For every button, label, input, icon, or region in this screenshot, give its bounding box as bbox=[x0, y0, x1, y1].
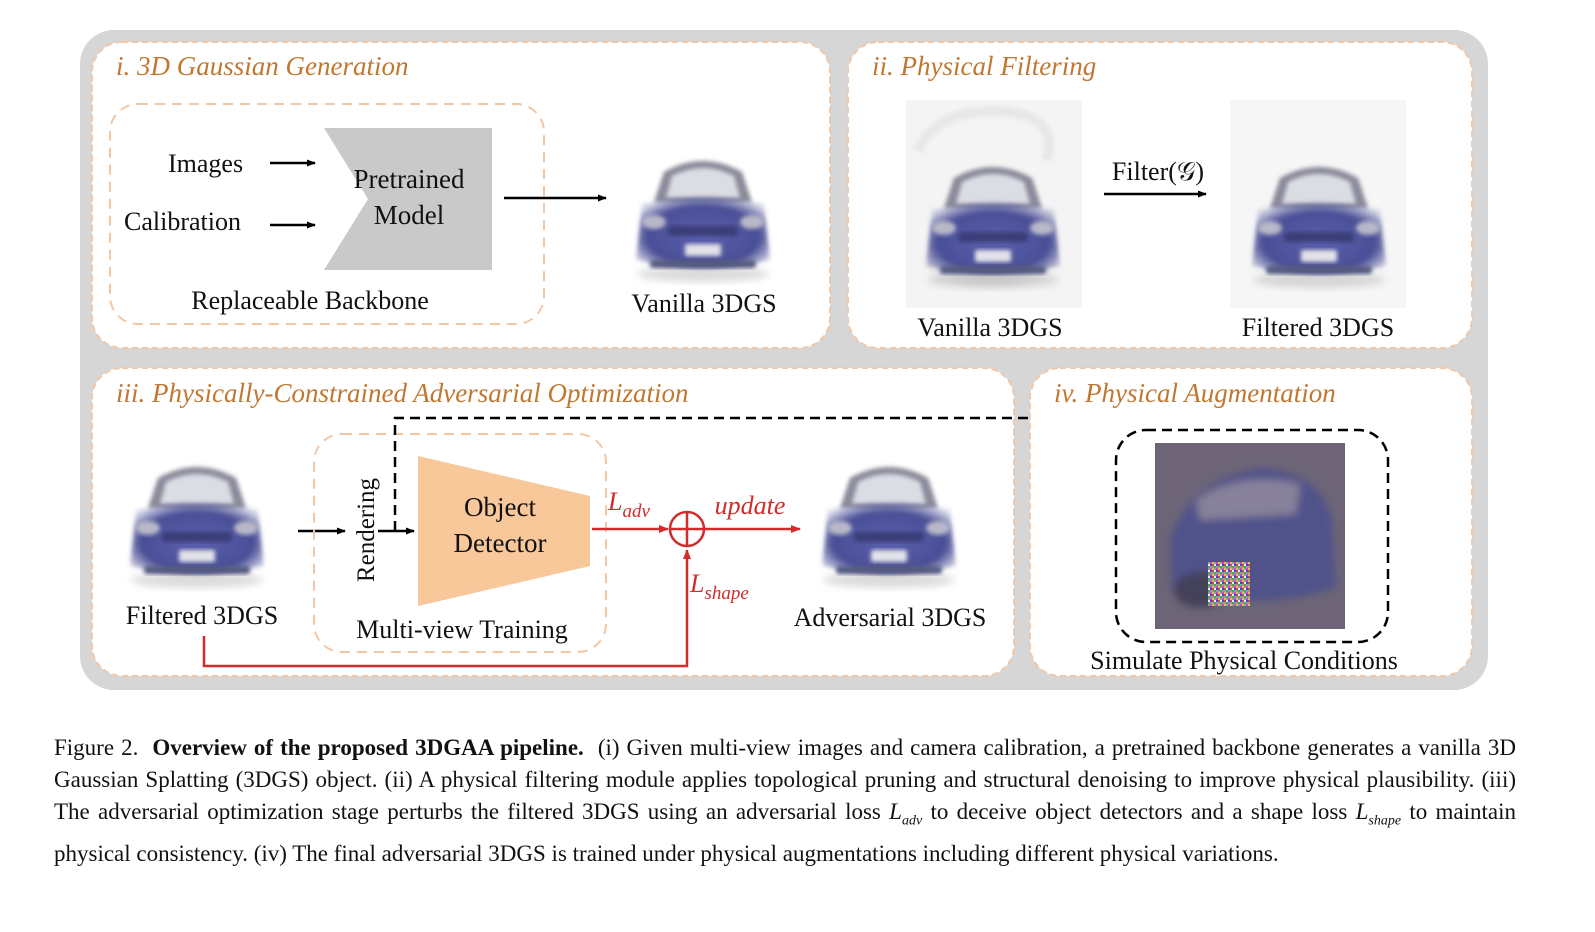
backbone-group bbox=[109, 103, 545, 325]
noise-patch-icon bbox=[1208, 562, 1250, 606]
caption-ladv: Ladv bbox=[889, 799, 923, 829]
replaceable-backbone-label: Replaceable Backbone bbox=[191, 286, 429, 315]
images-label: Images bbox=[168, 149, 243, 178]
section-title-i: i. 3D Gaussian Generation bbox=[116, 51, 409, 81]
shape-loss-path bbox=[202, 549, 691, 668]
caption-bold: Overview of the proposed 3DGAA pipeline. bbox=[152, 735, 584, 760]
calibration-label: Calibration bbox=[124, 207, 241, 236]
filtered-label-2: Filtered 3DGS bbox=[126, 601, 278, 630]
pretrained-label-2: Model bbox=[374, 200, 445, 230]
object-label-1: Object bbox=[464, 492, 536, 522]
simulation-group bbox=[1114, 428, 1390, 644]
pretrained-label-1: Pretrained bbox=[354, 164, 465, 194]
section-title-ii: ii. Physical Filtering bbox=[872, 51, 1096, 81]
multiview-label: Multi-view Training bbox=[356, 615, 568, 644]
adversarial-label: Adversarial 3DGS bbox=[794, 603, 987, 632]
section-title-iii: iii. Physically-Constrained Adversarial … bbox=[116, 378, 688, 408]
pretrained-model-shape bbox=[324, 128, 492, 270]
figure-caption: Figure 2. Overview of the proposed 3DGAA… bbox=[54, 732, 1516, 870]
l-shape-label: Lshape bbox=[689, 569, 749, 604]
simulate-label: Simulate Physical Conditions bbox=[1090, 646, 1398, 675]
caption-text-2: to deceive object detectors and a shape … bbox=[930, 799, 1348, 824]
caption-text-3: to maintain physical consistency. (iv) T… bbox=[54, 799, 1516, 866]
section-title-iv: iv. Physical Augmentation bbox=[1054, 378, 1336, 408]
vanilla-label-1: Vanilla 3DGS bbox=[631, 289, 776, 318]
l-adv-label: Ladv bbox=[607, 487, 650, 522]
caption-prefix: Figure 2. bbox=[54, 735, 139, 760]
object-detector-shape bbox=[418, 456, 590, 606]
filter-function-label: Filter(𝒢) bbox=[1112, 157, 1204, 186]
filtered-label-1: Filtered 3DGS bbox=[1242, 313, 1394, 342]
rendering-label: Rendering bbox=[353, 477, 380, 582]
caption-text-1: (i) Given multi-view images and camera c… bbox=[54, 735, 1517, 824]
update-label: update bbox=[715, 491, 786, 520]
vanilla-label-2: Vanilla 3DGS bbox=[917, 313, 1062, 342]
object-label-2: Detector bbox=[454, 528, 547, 558]
caption-lshape: Lshape bbox=[1355, 799, 1402, 829]
multiview-group bbox=[313, 433, 607, 653]
